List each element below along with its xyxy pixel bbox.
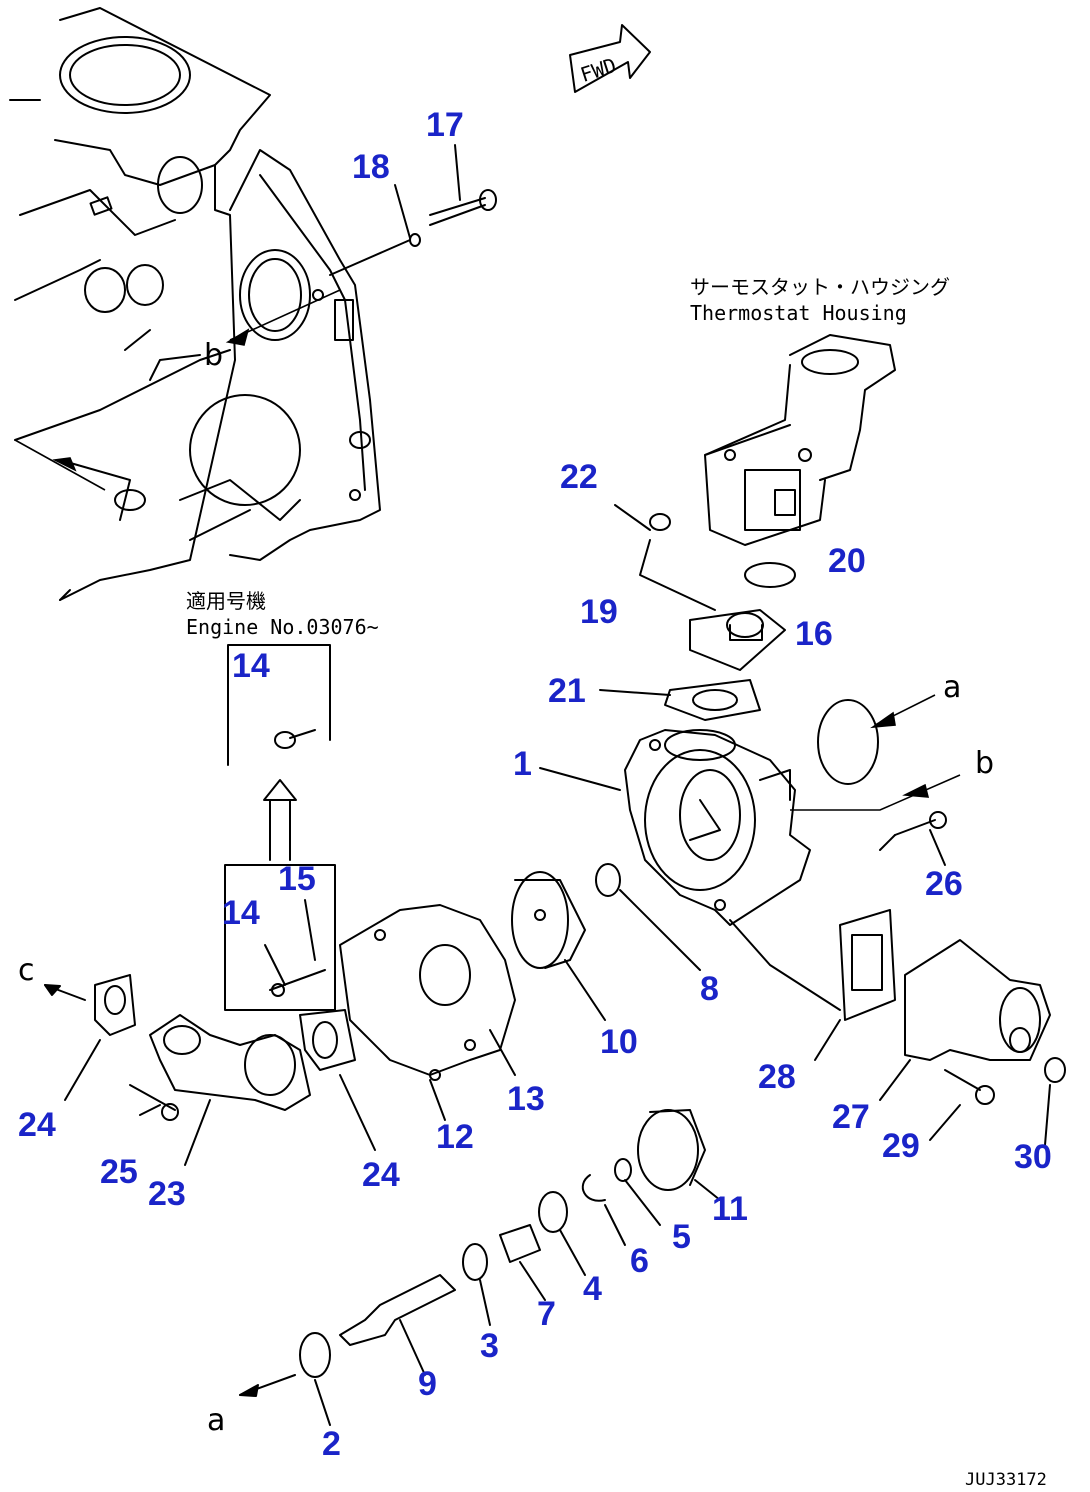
- callout-3: 3: [480, 1327, 499, 1365]
- letter-a-bottom: a: [207, 1403, 225, 1438]
- callout-5: 5: [672, 1218, 691, 1256]
- callout-24-right: 24: [362, 1156, 400, 1194]
- callout-26: 26: [925, 865, 963, 903]
- callout-14-upper: 14: [232, 647, 270, 685]
- callout-6: 6: [630, 1242, 649, 1280]
- callout-10: 10: [600, 1023, 638, 1061]
- callout-11: 11: [712, 1190, 748, 1228]
- pulley-11: [637, 1109, 721, 1201]
- flow-arrows-pump: [790, 694, 961, 811]
- thermostat-housing: [704, 334, 896, 546]
- callout-9: 9: [418, 1365, 437, 1403]
- letter-c: c: [18, 953, 35, 988]
- callout-27: 27: [832, 1098, 870, 1136]
- callout-8: 8: [700, 970, 719, 1008]
- flow-letters: a a b b c: [18, 338, 994, 1438]
- elbow-23-gaskets-24: [44, 974, 376, 1166]
- flow-arrows-engine: [14, 289, 341, 491]
- letter-b-engine: b: [204, 338, 223, 373]
- thermostat-note-en: Thermostat Housing: [690, 301, 907, 325]
- letter-a-right: a: [943, 670, 961, 705]
- callout-1: 1: [513, 745, 532, 783]
- callout-4: 4: [583, 1270, 602, 1308]
- bolt-26: [879, 811, 947, 866]
- bolt-17-washer-18: [329, 144, 497, 276]
- callout-17: 17: [426, 106, 464, 144]
- engine-note-en: Engine No.03076~: [186, 615, 379, 639]
- o-ring-16: [817, 699, 879, 785]
- callout-15: 15: [278, 860, 316, 898]
- annotation-notes: サーモスタット・ハウジング Thermostat Housing 適用号機 En…: [186, 275, 950, 639]
- engine-block: [9, 7, 381, 601]
- pump-cover-12: [339, 904, 516, 1121]
- bolt-29-cap-30: [929, 1057, 1066, 1146]
- callout-24-left: 24: [18, 1106, 56, 1144]
- water-pump-body-1: [539, 729, 811, 926]
- callout-28: 28: [758, 1058, 796, 1096]
- callout-14-lower: 14: [222, 894, 260, 932]
- seal-8: [595, 863, 701, 971]
- engine-note-jp: 適用号機: [186, 589, 266, 613]
- callout-23: 23: [148, 1175, 186, 1213]
- document-id: JUJ33172: [965, 1470, 1047, 1490]
- callout-12: 12: [436, 1118, 474, 1156]
- callout-21: 21: [548, 672, 586, 710]
- callout-labels: 1 2 3 4 5 6 7 8 9 10 11 12 13 14 14 15 1…: [18, 106, 1052, 1463]
- thermostat-note-jp: サーモスタット・ハウジング: [690, 275, 950, 299]
- letter-b-right: b: [975, 746, 994, 781]
- callout-2: 2: [322, 1425, 341, 1463]
- fwd-label: FWD: [577, 53, 619, 87]
- gasket-21: [599, 679, 761, 721]
- callout-25: 25: [100, 1153, 138, 1191]
- bolt-22: [614, 504, 716, 611]
- engine-no-inset: [224, 644, 336, 1011]
- callout-20: 20: [828, 542, 866, 580]
- callout-30: 30: [1014, 1138, 1052, 1176]
- callout-19: 19: [580, 593, 618, 631]
- outlet-27-gasket-28: [729, 909, 1051, 1101]
- callout-7: 7: [537, 1295, 556, 1333]
- callout-18: 18: [352, 148, 390, 186]
- callout-22: 22: [560, 458, 598, 496]
- callout-29: 29: [882, 1127, 920, 1165]
- callout-13: 13: [507, 1080, 545, 1118]
- shaft-assembly: [239, 1158, 661, 1426]
- fwd-arrow: FWD: [569, 24, 651, 93]
- impeller-10: [511, 871, 606, 1021]
- thermostat-19: [689, 609, 786, 671]
- o-ring-20: [744, 562, 796, 588]
- callout-16: 16: [795, 615, 833, 653]
